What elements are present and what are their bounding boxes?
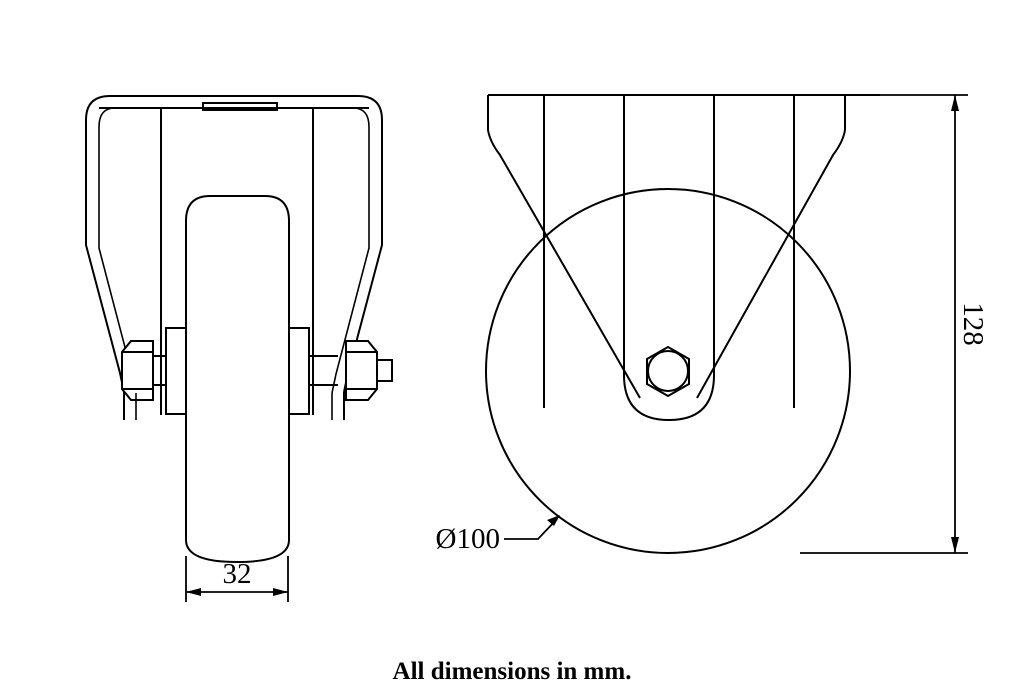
side-fork-nose — [623, 374, 715, 422]
top-plate-slot — [202, 102, 278, 111]
hub-plate-left — [165, 327, 187, 415]
axle-nut-left — [121, 340, 154, 401]
dimension-value-diameter: Ø100 — [436, 523, 500, 555]
front-view-group: 32 — [85, 95, 393, 602]
bracket-inner-shell-right-leg — [331, 127, 370, 394]
hub-plate-right — [288, 327, 310, 415]
arrow-diameter — [547, 515, 560, 526]
dimension-wheel-width: 32 — [185, 556, 289, 602]
bolt-thread-end — [376, 359, 393, 382]
side-view-group: Ø100 128 — [436, 94, 989, 555]
arrow-right-32 — [273, 588, 288, 596]
dimension-overall-height: 128 — [800, 94, 989, 554]
dimension-value-32: 32 — [223, 558, 252, 590]
axle-bolt-circle — [647, 350, 689, 392]
arrow-bottom-128 — [951, 537, 959, 553]
dimension-wheel-diameter: Ø100 — [436, 515, 560, 555]
units-caption: All dimensions in mm. — [393, 658, 632, 685]
bracket-inner-shell-right — [312, 107, 370, 128]
side-bracket-left-outer — [487, 95, 641, 399]
wheel-circle — [485, 188, 851, 554]
dimension-value-128: 128 — [957, 302, 989, 346]
bracket-outer-shell — [85, 95, 383, 393]
arrow-top-128 — [951, 95, 959, 111]
axle-nut-right — [345, 340, 378, 401]
leader-line-diameter — [504, 518, 558, 540]
wheel-tyre-body — [185, 195, 290, 564]
arrow-left-32 — [186, 588, 201, 596]
side-bracket-right-outer — [696, 95, 846, 399]
bracket-inner-shell-left — [98, 107, 160, 128]
bracket-outer-shell-left-leg — [85, 120, 125, 393]
